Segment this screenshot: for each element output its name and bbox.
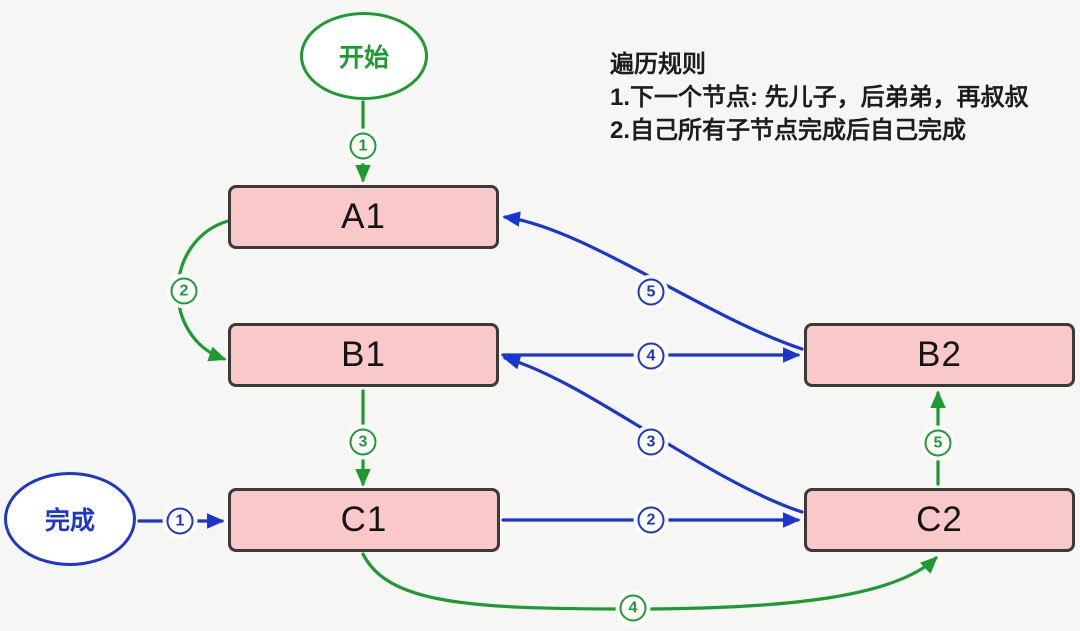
node-done: 完成 bbox=[4, 472, 136, 566]
node-b2: B2 bbox=[804, 323, 1075, 387]
traversal-badge-2: 2 bbox=[170, 277, 198, 305]
completion-badge-4: 4 bbox=[637, 342, 665, 370]
rules-line-2: 2.自己所有子节点完成后自己完成 bbox=[610, 117, 967, 144]
node-start: 开始 bbox=[300, 12, 428, 100]
node-a1: A1 bbox=[228, 185, 499, 249]
edge-completion-5-b2-to-a1 bbox=[502, 211, 804, 351]
rules-block: 遍历规则 1.下一个节点: 先儿子，后弟弟，再叔叔 2.自己所有子节点完成后自己… bbox=[610, 48, 1075, 147]
traversal-badge-3: 3 bbox=[349, 428, 377, 456]
traversal-badge-1: 1 bbox=[349, 132, 377, 160]
edge-traversal-4-c1-to-c2 bbox=[361, 552, 938, 611]
node-c2: C2 bbox=[804, 488, 1075, 552]
traversal-badge-5: 5 bbox=[924, 429, 952, 457]
completion-badge-2: 2 bbox=[637, 506, 665, 534]
completion-badge-5: 5 bbox=[637, 278, 665, 306]
node-b1: B1 bbox=[228, 323, 499, 387]
node-c1: C1 bbox=[228, 488, 500, 552]
rules-line-1: 1.下一个节点: 先儿子，后弟弟，再叔叔 bbox=[610, 84, 1029, 111]
rules-title: 遍历规则 bbox=[610, 51, 706, 78]
completion-badge-1: 1 bbox=[166, 507, 194, 535]
completion-badge-3: 3 bbox=[637, 428, 665, 456]
traversal-badge-4: 4 bbox=[619, 594, 647, 622]
